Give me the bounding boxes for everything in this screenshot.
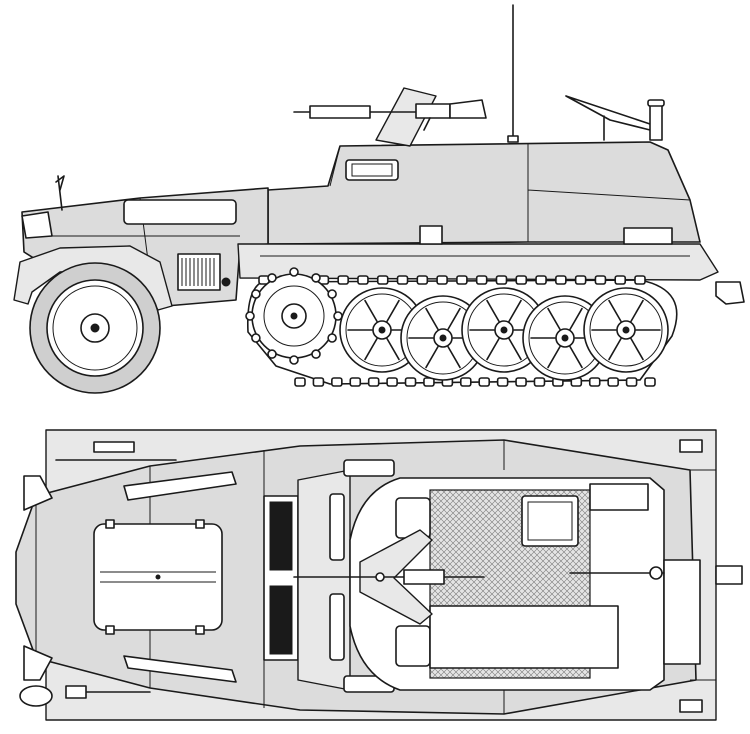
vision-port — [345, 159, 399, 181]
sprocket-tooth — [245, 311, 255, 321]
track-link — [555, 275, 567, 285]
headlight-right — [23, 645, 53, 681]
track-link — [625, 377, 638, 387]
track-link — [404, 377, 417, 387]
track-link — [376, 275, 389, 285]
track-links — [258, 275, 656, 387]
track-link — [456, 275, 468, 285]
rear-door — [663, 559, 701, 665]
track-link — [588, 377, 601, 387]
track-link — [349, 377, 362, 387]
track-link — [515, 275, 528, 285]
machine-gun — [293, 99, 487, 131]
sprocket-tooth — [251, 289, 261, 299]
driver-visor-right — [329, 593, 345, 661]
track-link — [495, 275, 508, 285]
headlight — [21, 211, 53, 239]
track-link — [367, 377, 380, 387]
sprocket-tooth — [327, 333, 337, 343]
track-link — [614, 275, 627, 285]
track-link — [607, 377, 619, 387]
hood-vent-lower — [269, 585, 293, 655]
track-link — [496, 377, 509, 387]
track-link — [515, 377, 527, 387]
track-link — [594, 275, 607, 285]
rear-bracket — [565, 95, 665, 141]
track-link — [337, 275, 349, 285]
track-link — [331, 377, 343, 387]
sprocket-tooth — [327, 289, 337, 299]
road-wheel — [583, 287, 669, 373]
seat-right — [395, 625, 431, 667]
radio-box — [521, 495, 579, 547]
cooling-louvres — [177, 253, 221, 291]
track-guard — [237, 243, 719, 281]
sprocket-tooth — [311, 349, 321, 359]
track-link — [533, 377, 546, 387]
sprocket-tooth — [311, 273, 321, 283]
gun-shield — [375, 87, 437, 147]
side-bench — [429, 605, 619, 669]
sprocket-tooth — [267, 349, 277, 359]
driver-visor-left — [329, 493, 345, 561]
track-link — [416, 275, 429, 285]
track-link — [478, 377, 491, 387]
track-link — [535, 275, 547, 285]
road-wheels — [339, 287, 669, 381]
pickaxe — [123, 655, 237, 683]
track-link — [644, 377, 656, 387]
front-wheel — [29, 262, 161, 394]
track-link — [459, 377, 472, 387]
drive-sprocket — [245, 267, 343, 365]
track-link — [294, 377, 306, 387]
hood-vent-upper — [269, 501, 293, 571]
convoy-light — [19, 685, 53, 707]
track-link — [312, 377, 325, 387]
shovel — [123, 471, 237, 501]
track-link — [634, 275, 646, 285]
stowage-box — [623, 227, 673, 245]
sprocket-tooth — [289, 267, 299, 277]
sprocket-tooth — [267, 273, 277, 283]
track-link — [574, 275, 587, 285]
sprocket-tooth — [251, 333, 261, 343]
top-view — [15, 429, 743, 721]
seat-left — [395, 497, 431, 539]
track-link — [475, 275, 488, 285]
sprocket-tooth — [289, 355, 299, 365]
tow-hook — [715, 281, 745, 305]
rear-locker — [589, 483, 649, 511]
track-link — [436, 275, 448, 285]
track-link — [357, 275, 369, 285]
side-view — [13, 4, 745, 394]
gun-shield-top — [359, 529, 433, 625]
track-link — [396, 275, 409, 285]
panel-fasteners — [105, 519, 205, 635]
headlight-left — [23, 475, 53, 511]
hood-hatch — [123, 199, 237, 225]
track-link — [386, 377, 398, 387]
